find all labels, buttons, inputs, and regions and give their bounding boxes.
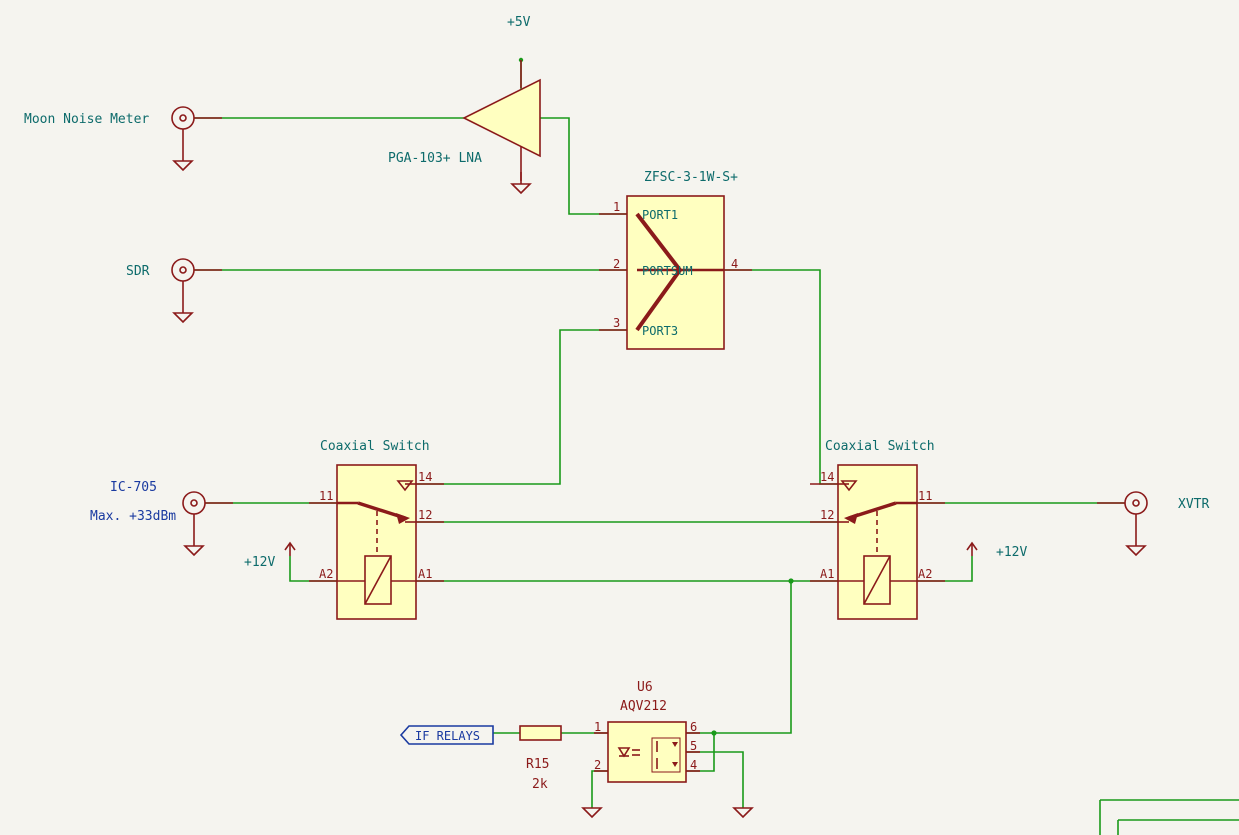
- plus12v-left-icon: [284, 541, 296, 556]
- left-switch-pin-12: 12: [418, 508, 432, 522]
- right-switch-pin-a1: A1: [820, 567, 834, 581]
- moon-noise-meter-label: Moon Noise Meter: [24, 112, 149, 127]
- combiner-pin-1-name: PORT1: [642, 208, 678, 222]
- left-switch-pin-a1: A1: [418, 567, 432, 581]
- r15-value: 2k: [532, 777, 548, 792]
- plus12v-left-label: +12V: [244, 555, 275, 570]
- r15-ref: R15: [526, 757, 549, 772]
- combiner-pin-1-num: 1: [613, 200, 620, 214]
- right-switch-value: Coaxial Switch: [825, 439, 935, 454]
- left-switch-value: Coaxial Switch: [320, 439, 430, 454]
- u6-pin-2: 2: [594, 758, 601, 772]
- combiner-pin-2-num: 2: [613, 257, 620, 271]
- left-coaxial-switch: [309, 464, 444, 620]
- u6-pin-5: 5: [690, 739, 697, 753]
- ic705-power-note: Max. +33dBm: [90, 509, 176, 524]
- u6-ground-icons: [581, 807, 754, 819]
- if-relays-flag-icon: [399, 725, 494, 745]
- u6-pin-6: 6: [690, 720, 697, 734]
- combiner-pin-2-name: PORTSUM: [642, 264, 693, 278]
- u6-pin-1: 1: [594, 720, 601, 734]
- combiner-value: ZFSC-3-1W-S+: [644, 170, 738, 185]
- lna-value: PGA-103+ LNA: [388, 151, 482, 166]
- plus5v-label: +5V: [507, 15, 531, 30]
- if-relays-label: IF RELAYS: [415, 729, 480, 743]
- right-coaxial-switch: [810, 464, 945, 620]
- combiner-pin-3-num: 3: [613, 316, 620, 330]
- plus12v-right-label: +12V: [996, 545, 1027, 560]
- right-switch-pin-a2: A2: [918, 567, 932, 581]
- combiner-block: [599, 195, 752, 350]
- left-switch-pin-14: 14: [418, 470, 432, 484]
- sdr-label: SDR: [126, 264, 150, 279]
- ic705-label: IC-705: [110, 480, 157, 495]
- u6-solid-state-relay: [594, 721, 700, 783]
- left-switch-pin-11: 11: [319, 489, 333, 503]
- right-switch-pin-14: 14: [820, 470, 834, 484]
- u6-value: AQV212: [620, 699, 667, 714]
- combiner-pin-3-name: PORT3: [642, 324, 678, 338]
- left-switch-pin-a2: A2: [319, 567, 333, 581]
- u6-pin-4: 4: [690, 758, 697, 772]
- right-switch-pin-12: 12: [820, 508, 834, 522]
- sdr-connector-icon: [171, 258, 222, 323]
- combiner-pin-4-num: 4: [731, 257, 738, 271]
- plus12v-right-icon: [966, 541, 978, 556]
- u6-ref: U6: [637, 680, 653, 695]
- xvtr-label: XVTR: [1178, 497, 1209, 512]
- moon-noise-meter-connector-icon: [171, 106, 222, 171]
- xvtr-connector-icon: [1097, 491, 1148, 556]
- ic705-connector-icon: [182, 491, 233, 556]
- lna-amplifier-icon: [462, 60, 541, 194]
- right-switch-pin-11: 11: [918, 489, 932, 503]
- r15-resistor-icon: [519, 725, 562, 741]
